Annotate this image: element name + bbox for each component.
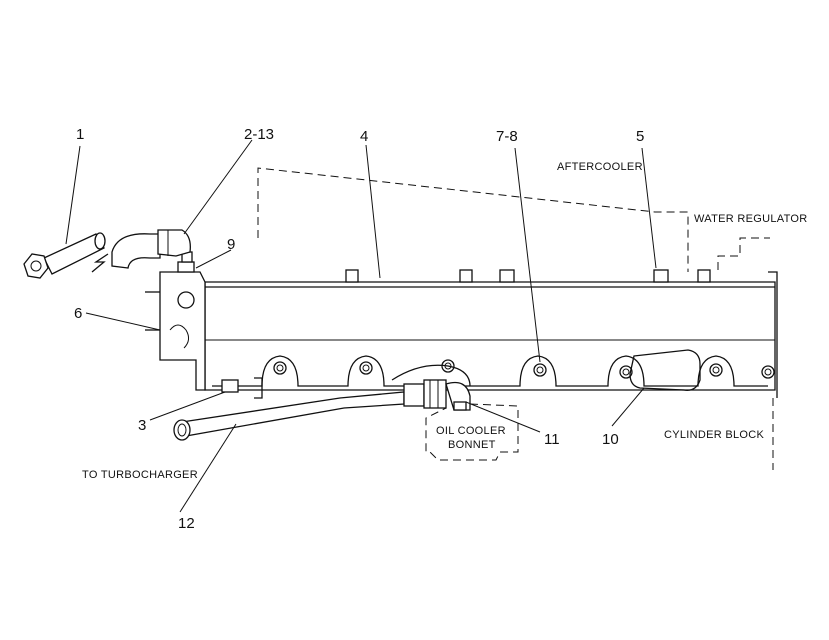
aftercooler-outline (257, 167, 689, 272)
item-1-pipe (23, 232, 109, 279)
item-3-fitting (221, 377, 263, 399)
label-oil-cooler: OIL COOLER (436, 425, 506, 437)
water-regulator-outline (717, 237, 770, 270)
elbow-hose (111, 229, 191, 269)
callout-12: 12 (178, 515, 195, 532)
turbocharger-tube (173, 379, 471, 441)
callout-2-13: 2-13 (244, 126, 274, 143)
bolt (761, 365, 775, 379)
bolt (359, 361, 373, 375)
oil-cooler-outline (425, 403, 519, 461)
left-housing (145, 251, 206, 391)
callout-6: 6 (74, 305, 82, 322)
callout-4: 4 (360, 128, 368, 145)
bolt (709, 363, 723, 377)
callout-9: 9 (227, 236, 235, 253)
label-to-turbocharger: TO TURBOCHARGER (82, 469, 198, 481)
label-bonnet: BONNET (448, 439, 496, 451)
top-bosses (345, 269, 711, 283)
bolt (273, 361, 287, 375)
callout-11: 11 (544, 431, 560, 448)
manifold-body (204, 271, 778, 398)
flange-bolts (273, 359, 775, 379)
label-cylinder-block: CYLINDER BLOCK (664, 429, 765, 441)
label-water-regulator: WATER REGULATOR (694, 213, 808, 225)
callout-10: 10 (602, 431, 619, 448)
leader-lines (65, 139, 657, 513)
bolt (619, 365, 633, 379)
bolt (533, 363, 547, 377)
callout-1: 1 (76, 126, 84, 143)
bolt (441, 359, 455, 373)
label-aftercooler: AFTERCOOLER (557, 161, 643, 173)
callout-5: 5 (636, 128, 644, 145)
gasket (629, 349, 701, 391)
callout-3: 3 (138, 417, 146, 434)
callout-7-8: 7-8 (496, 128, 518, 145)
